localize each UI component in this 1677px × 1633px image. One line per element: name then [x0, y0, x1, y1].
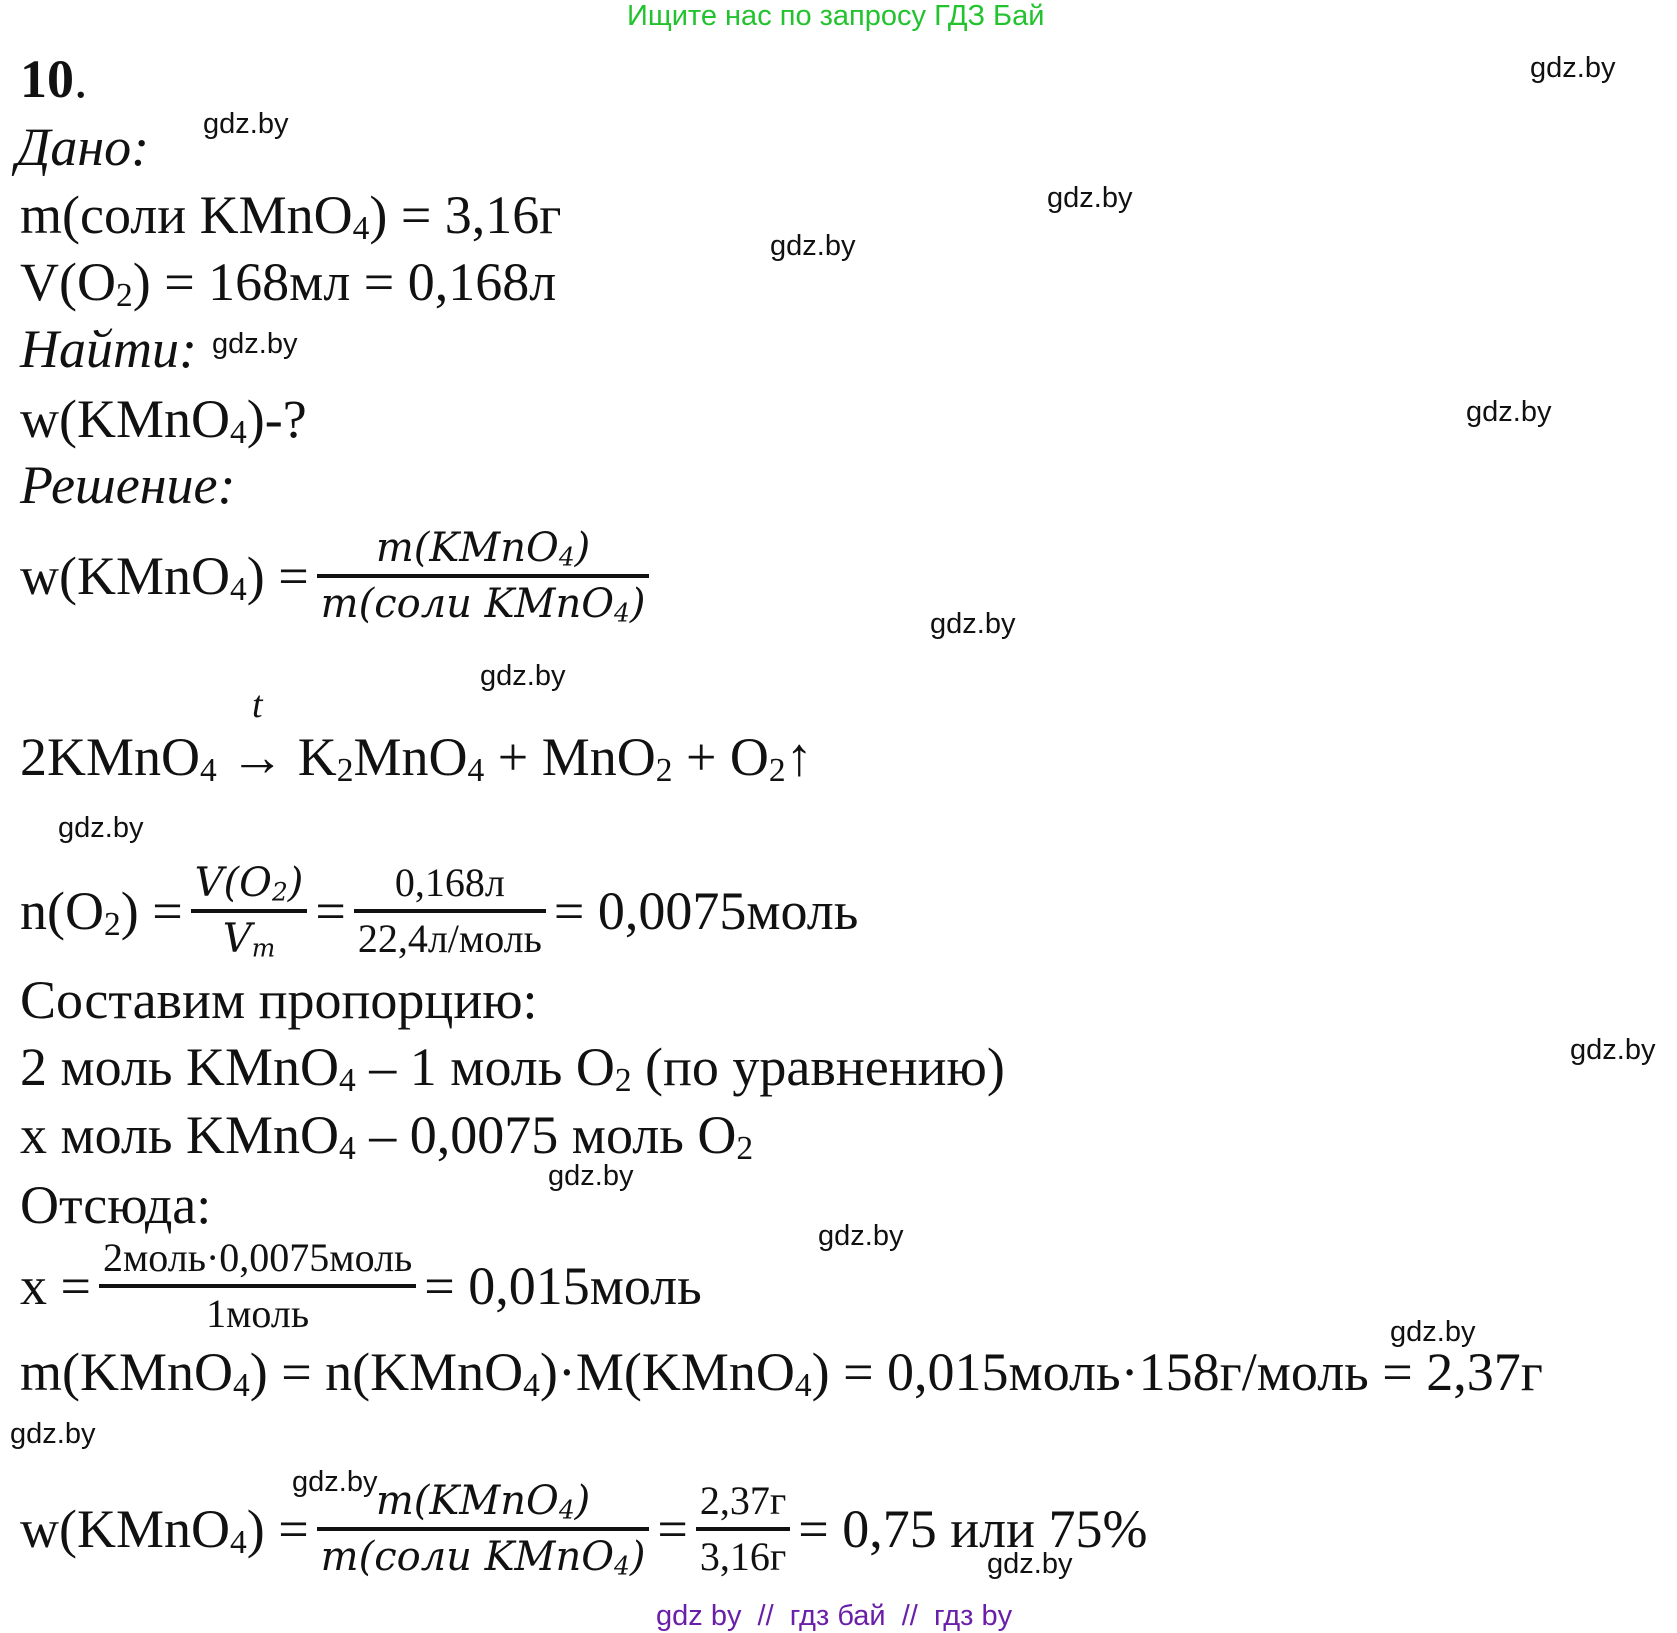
watermark: gdz.by	[1047, 182, 1133, 214]
watermark: gdz.by	[1530, 52, 1616, 84]
given-volume: V(O2) = 168мл = 0,168л	[20, 252, 557, 315]
given-mass: m(соли KMnO4) = 3,16г	[20, 185, 562, 248]
watermark: gdz.by	[930, 608, 1016, 640]
search-banner[interactable]: Ищите нас по запросу ГДЗ Бай	[627, 0, 1045, 32]
proportion-line-1: 2 моль KMnO4 – 1 моль O2 (по уравнению)	[20, 1037, 1005, 1100]
proportion-line-2: x моль KMnO4 – 0,0075 моль O2	[20, 1105, 754, 1168]
watermark: gdz.by	[480, 660, 566, 692]
watermark: gdz.by	[292, 1466, 378, 1498]
reaction-equation: 2KMnO4 t→ K2MnO4 + MnO2 + O2↑	[20, 684, 813, 790]
watermark: gdz.by	[818, 1220, 904, 1252]
watermark: gdz.by	[548, 1160, 634, 1192]
watermark: gdz.by	[1570, 1034, 1656, 1066]
watermark: gdz.by	[58, 812, 144, 844]
watermark: gdz.by	[10, 1418, 96, 1450]
solution-heading: Решение:	[20, 455, 236, 515]
footer-links[interactable]: gdz by // гдз бай // гдз by	[656, 1600, 1013, 1632]
watermark: gdz.by	[203, 108, 289, 140]
find-line: w(KMnO4)-?	[20, 389, 307, 452]
final-answer: w(KMnO4) = m(KMnO4)m(соли KMnO4) = 2,37г…	[20, 1478, 1148, 1581]
watermark: gdz.by	[212, 328, 298, 360]
find-heading: Найти:	[20, 319, 197, 379]
mass-calc: m(KMnO4) = n(KMnO4)·M(KMnO4) = 0,015моль…	[20, 1342, 1543, 1405]
watermark: gdz.by	[770, 230, 856, 262]
formula-mass-fraction: w(KMnO4) = m(KMnO4)m(соли KMnO4)	[20, 525, 657, 627]
given-heading: Дано:	[16, 117, 150, 177]
watermark: gdz.by	[1466, 396, 1552, 428]
watermark: gdz.by	[1390, 1316, 1476, 1348]
hence-label: Отсюда:	[20, 1175, 212, 1235]
watermark: gdz.by	[987, 1548, 1073, 1580]
proportion-heading: Составим пропорцию:	[20, 970, 538, 1030]
problem-number: 10.	[20, 49, 88, 109]
